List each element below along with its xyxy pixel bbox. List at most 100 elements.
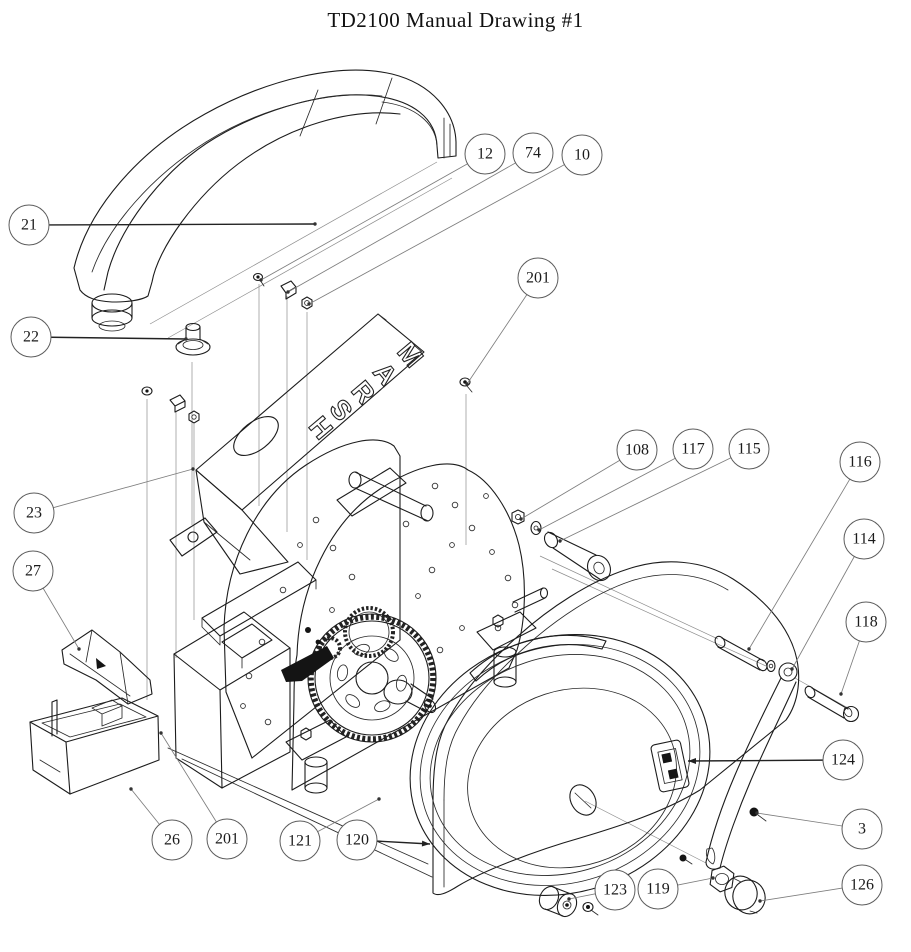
callout-number-123: 123 — [603, 882, 627, 899]
catch-tray — [29, 697, 160, 795]
callout-number-23: 23 — [26, 505, 42, 522]
cone-roller — [175, 322, 211, 356]
leader-endpoint — [307, 302, 311, 306]
leader-line-74 — [287, 162, 516, 293]
callout-number-124: 124 — [831, 752, 855, 769]
link-rods — [679, 635, 860, 865]
callout-number-27: 27 — [25, 563, 41, 580]
leader-endpoint — [758, 899, 762, 903]
callout-number-120: 120 — [345, 832, 369, 849]
leader-endpoint — [790, 667, 794, 671]
leader-line-26 — [130, 788, 160, 825]
logo-plate: MARSH — [195, 313, 435, 575]
callout-74: 74 — [286, 132, 554, 294]
callout-26: 26 — [129, 787, 193, 861]
callout-124: 124 — [687, 739, 864, 781]
leader-endpoint — [129, 787, 133, 791]
callout-balloon-123 — [594, 869, 636, 911]
callout-number-115: 115 — [737, 441, 760, 458]
cover-latch — [650, 739, 690, 793]
leader-line-201 — [466, 294, 528, 385]
callout-balloon-10 — [561, 134, 603, 176]
callout-number-118: 118 — [854, 614, 877, 631]
callout-balloon-114 — [843, 518, 885, 560]
callout-balloon-126 — [841, 864, 883, 906]
callout-balloon-108 — [616, 429, 658, 471]
callout-balloon-124 — [822, 739, 864, 781]
side-cover — [409, 561, 800, 918]
drive-gear-train — [281, 606, 437, 743]
leader-line-116 — [748, 478, 851, 650]
callout-balloon-116 — [839, 441, 881, 483]
callout-balloon-12 — [464, 133, 506, 175]
callout-balloon-21 — [8, 204, 50, 246]
leader-endpoint — [537, 528, 541, 532]
leader-arrowhead — [421, 840, 430, 847]
callout-120: 120 — [336, 819, 431, 861]
leader-endpoint — [519, 517, 523, 521]
leader-line-124 — [687, 759, 824, 762]
callout-balloon-74 — [512, 132, 554, 174]
callout-number-108: 108 — [625, 442, 649, 459]
callout-balloon-3 — [841, 808, 883, 850]
leader-endpoint — [259, 278, 263, 282]
leader-endpoint — [377, 797, 381, 801]
callout-number-201: 201 — [526, 270, 550, 287]
leader-line-123 — [568, 893, 596, 900]
callout-201: 201 — [159, 731, 248, 860]
leader-line-22 — [50, 336, 187, 340]
callout-126: 126 — [758, 864, 883, 906]
callout-balloon-115 — [728, 428, 770, 470]
callout-22: 22 — [10, 316, 188, 358]
callout-balloon-117 — [672, 428, 714, 470]
callout-23: 23 — [13, 467, 195, 534]
callout-201: 201 — [465, 257, 559, 386]
leader-line-114 — [791, 556, 855, 670]
callout-number-201: 201 — [215, 831, 239, 848]
callout-number-12: 12 — [477, 146, 493, 163]
callout-12: 12 — [259, 133, 506, 282]
callout-number-22: 22 — [23, 329, 39, 346]
callout-number-74: 74 — [525, 145, 541, 162]
leader-endpoint — [77, 647, 81, 651]
leader-endpoint — [159, 731, 163, 735]
roll-holder-block — [173, 611, 291, 789]
callout-117: 117 — [537, 428, 714, 532]
callout-number-126: 126 — [850, 877, 874, 894]
wedge-chute — [61, 629, 153, 705]
callout-number-116: 116 — [848, 454, 871, 471]
leader-line-12 — [260, 163, 468, 281]
leader-line-118 — [840, 640, 860, 695]
leader-line-21 — [48, 223, 316, 226]
callout-balloon-26 — [151, 819, 193, 861]
leader-line-27 — [42, 588, 80, 650]
callout-balloon-201 — [517, 257, 559, 299]
page-title: TD2100 Manual Drawing #1 — [327, 8, 584, 32]
frame-holes — [240, 482, 519, 726]
callout-108: 108 — [519, 429, 658, 521]
leader-endpoint — [558, 539, 562, 543]
callout-number-119: 119 — [646, 881, 669, 898]
callout-balloon-120 — [336, 819, 378, 861]
top-cover-arm — [73, 69, 457, 332]
leader-arrowhead — [688, 757, 697, 764]
callout-balloon-118 — [845, 601, 887, 643]
callout-balloon-22 — [10, 316, 52, 358]
leader-line-10 — [308, 164, 565, 305]
crank-handle — [705, 662, 798, 915]
tension-roller-assembly — [511, 509, 612, 582]
leader-line-117 — [538, 457, 676, 531]
callout-number-121: 121 — [288, 833, 312, 850]
arm-fasteners — [141, 272, 473, 424]
leader-line-23 — [53, 468, 194, 509]
callout-121: 121 — [279, 797, 381, 862]
callout-balloon-23 — [13, 492, 55, 534]
callout-balloon-201 — [206, 818, 248, 860]
leader-endpoint — [839, 692, 843, 696]
leader-endpoint — [286, 290, 290, 294]
leader-endpoint — [191, 467, 195, 471]
callout-number-3: 3 — [858, 821, 866, 838]
leader-line-121 — [317, 798, 380, 832]
